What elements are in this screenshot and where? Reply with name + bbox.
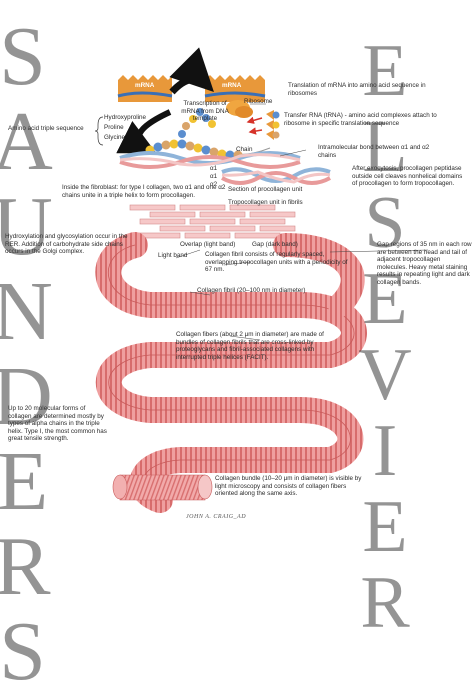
alpha1-top-label: α1 (210, 165, 218, 172)
fibril-diameter-label: Collagen fibril (20–100 nm in diameter) (197, 287, 306, 294)
molecular-forms-label: Up to 20 molecular forms of collagen are… (8, 405, 107, 443)
gap-regions-label: Gap regions of 35 nm in each row are bet… (377, 241, 472, 286)
transcription-arrow (169, 47, 214, 95)
amino-acid-brace (94, 116, 104, 146)
red-arrow-2 (248, 127, 263, 135)
fibroblast-label: Inside the fibroblast: for type I collag… (62, 184, 226, 199)
proline-label: Proline (104, 124, 124, 131)
trna-label: Transfer RNA (tRNA) - amino acid complex… (284, 112, 437, 127)
mrna-right (204, 75, 266, 102)
glycine-label: Glycine (104, 134, 125, 141)
section-label: Section of procollagen unit (228, 186, 303, 193)
amino-acid-chain (145, 139, 271, 160)
label-pointers (175, 249, 429, 341)
exocytosis-label: After exocytosis, procollagen peptidase … (352, 165, 463, 188)
procollagen-section (221, 167, 331, 185)
alpha2-label: α2 (210, 181, 218, 188)
intramolecular-pointer (279, 149, 307, 157)
collagen-bundle (112, 474, 213, 501)
amino-acid-beads (178, 108, 216, 138)
overlap-label: Overlap (light band) (180, 241, 236, 248)
translation-label: Translation of mRNA into amino acid sequ… (288, 82, 426, 97)
mrna-right-label: mRNA (222, 82, 242, 89)
amino-triple-label: Amino acid triple sequence (8, 125, 84, 132)
gap-dark-label: Gap (dark band) (252, 241, 298, 248)
light-band-label: Light band (158, 252, 188, 259)
chain-label: Chain (236, 146, 253, 153)
fibril-stub (273, 233, 365, 317)
alpha1-mid-label: α1 (210, 173, 218, 180)
fibers-label: Collagen fibers (about 2 μm in diameter)… (176, 331, 324, 361)
mrna-left (117, 75, 173, 102)
ribosome-label: Ribosome (244, 98, 273, 105)
tropocollagen-fibril-array (129, 204, 296, 239)
hydroxyproline-label: Hydroxyproline (104, 114, 146, 121)
collagen-diagram (94, 47, 429, 513)
tropocollagen-label: Tropocollagen unit in fibrils (228, 199, 303, 206)
red-arrow-1 (246, 116, 263, 124)
hydroxylation-label: Hydroxylation and glycosylation occur in… (5, 233, 128, 256)
collagen-fibril-ribbon (95, 232, 367, 513)
mrna-left-label: mRNA (135, 82, 155, 89)
collagen-fibril-consists-label: Collagen fibril consists of regularly sp… (205, 251, 348, 274)
trna-complexes (266, 110, 280, 140)
translation-arrow (116, 109, 172, 154)
artist-signature: JOHN A. CRAIG_AD (186, 514, 247, 520)
triple-helix (119, 151, 301, 169)
ribosome-icon (226, 100, 253, 118)
intramolecular-label: Intramolecular bond between α1 and α2 ch… (318, 144, 430, 159)
transcription-label: Transcription of mRNA from DNA template (181, 100, 229, 123)
bundle-label: Collagen bundle (10–20 μm in diameter) i… (215, 475, 362, 498)
